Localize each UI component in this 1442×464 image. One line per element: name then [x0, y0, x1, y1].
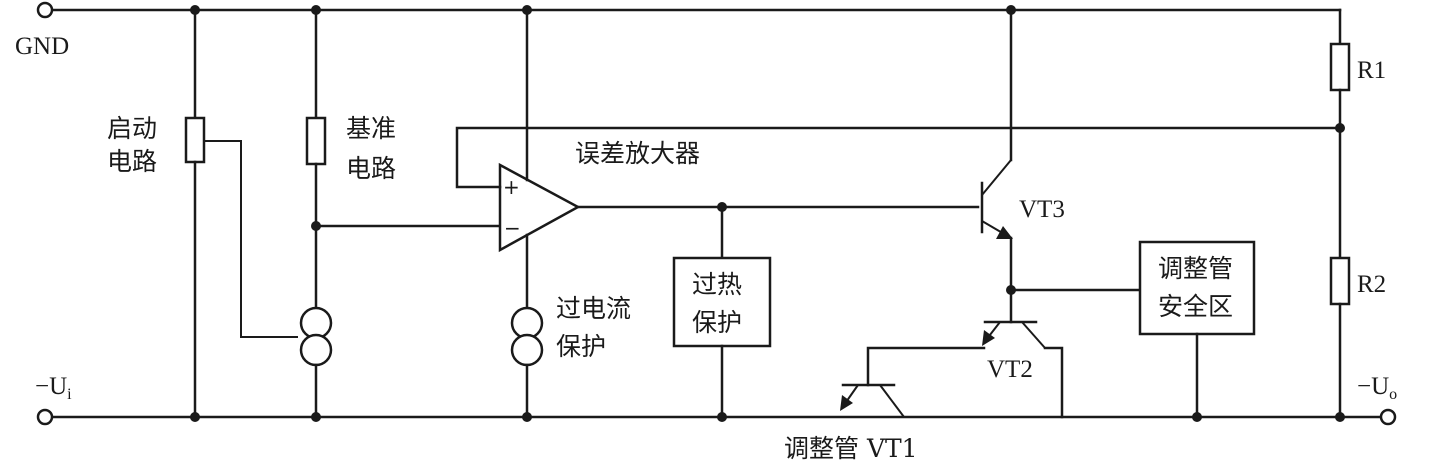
junction	[717, 412, 727, 422]
gnd-terminal	[36, 1, 54, 19]
vt1-label: 调整管 VT1	[784, 434, 918, 463]
junction	[1006, 285, 1016, 295]
overcurrent-label-line2: 保护	[556, 332, 606, 361]
input-voltage-label: −Ui	[35, 373, 72, 403]
overheat-label-line1: 过热	[692, 270, 742, 299]
r2-label: R2	[1357, 271, 1386, 298]
current-source-lower-coil	[299, 333, 333, 367]
junction	[522, 5, 532, 15]
opamp-triangle	[498, 162, 581, 253]
feedback-divider	[1329, 8, 1351, 419]
safe-operating-area	[1138, 240, 1256, 419]
reference-label-line2: 电路	[346, 154, 396, 183]
junction	[1335, 123, 1345, 133]
transistor-vt2	[866, 320, 1064, 419]
output-voltage-label: −Uo	[1357, 373, 1397, 403]
startup-label-line2: 电路	[107, 147, 157, 176]
output-terminal	[1379, 408, 1397, 426]
vt1-emitter-arrow	[840, 395, 853, 411]
r1-label: R1	[1357, 57, 1386, 84]
reference-circuit	[299, 8, 502, 419]
junction	[311, 412, 321, 422]
vt3-emitter-arrow	[996, 226, 1013, 239]
junction	[522, 412, 532, 422]
overcurrent-lower-coil	[510, 333, 544, 367]
junction	[311, 5, 321, 15]
error-amplifier	[455, 8, 1342, 311]
input-terminal	[36, 408, 54, 426]
overheat-label-line2: 保护	[692, 308, 742, 337]
gnd-label: GND	[15, 33, 69, 60]
opamp-plus-sign: +	[503, 175, 520, 199]
startup-circuit	[184, 8, 298, 419]
overcurrent-protection	[510, 306, 544, 419]
vt3-label: VT3	[1019, 196, 1065, 223]
junction	[190, 412, 200, 422]
opamp-minus-sign: −	[504, 216, 521, 240]
junction	[1192, 412, 1202, 422]
overcurrent-label-line1: 过电流	[556, 294, 631, 323]
junction	[311, 221, 321, 231]
junction	[190, 5, 200, 15]
startup-label-line1: 启动	[107, 114, 157, 143]
junction	[1006, 5, 1016, 15]
transistor-vt1	[840, 383, 905, 418]
junction-dots	[190, 5, 1345, 422]
current-source-upper-coil	[299, 306, 333, 340]
overcurrent-upper-coil	[510, 306, 544, 340]
soa-label-line2: 安全区	[1158, 292, 1233, 321]
error-amplifier-label: 误差放大器	[575, 139, 700, 168]
resistor-r1	[1329, 42, 1351, 92]
junction	[1335, 412, 1345, 422]
reference-label-line1: 基准	[346, 114, 396, 143]
vt2-label: VT2	[987, 356, 1033, 383]
vt2-emitter-arrow	[982, 330, 995, 346]
reference-resistor	[305, 116, 327, 166]
soa-box	[1138, 240, 1256, 336]
startup-resistor	[184, 116, 206, 164]
soa-label-line1: 调整管	[1158, 254, 1233, 283]
overheat-protection	[672, 205, 772, 419]
resistor-r2	[1329, 256, 1351, 306]
junction	[717, 202, 727, 212]
transistor-vt3	[980, 8, 1142, 324]
